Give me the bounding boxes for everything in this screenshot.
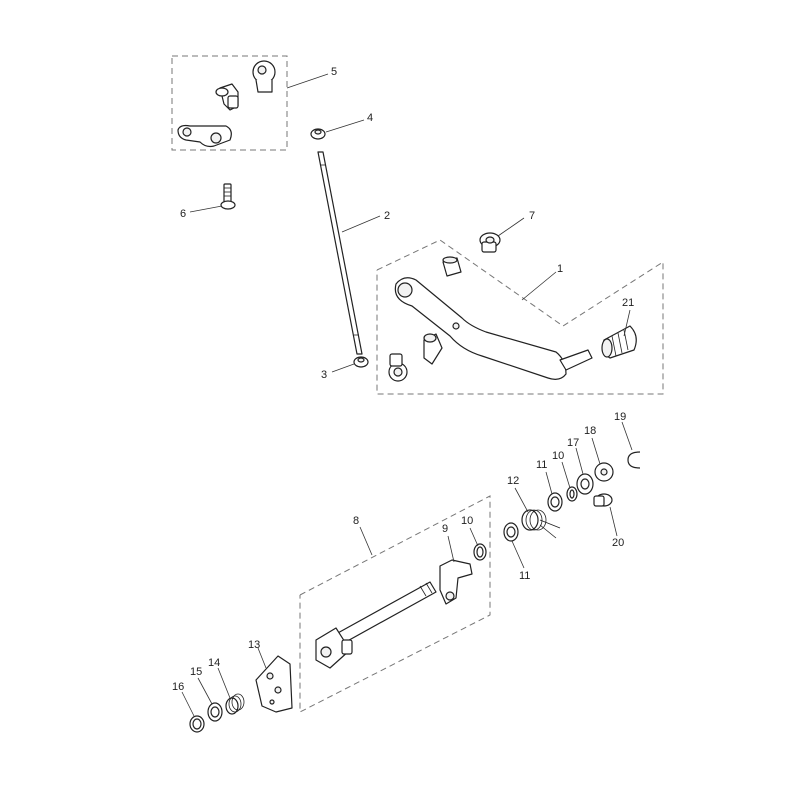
callout-12: 12 bbox=[507, 475, 519, 487]
bush-part bbox=[442, 256, 462, 277]
callout-10-upper: 10 bbox=[461, 515, 473, 527]
callout-10-lower: 10 bbox=[552, 450, 564, 462]
selector-shaft-group-box bbox=[299, 495, 491, 713]
ball-joint-socket-part bbox=[252, 60, 276, 93]
rod-end-right-part bbox=[423, 333, 443, 365]
rubber-footpeg-part-21 bbox=[601, 325, 637, 359]
washer-part-15 bbox=[207, 702, 223, 722]
stud-part-20 bbox=[593, 493, 613, 507]
washer-part-18 bbox=[594, 462, 614, 482]
callout-16: 16 bbox=[172, 681, 184, 693]
callout-2: 2 bbox=[384, 210, 390, 222]
nut-part-3 bbox=[353, 356, 369, 368]
callout-20: 20 bbox=[612, 537, 624, 549]
spring-part-12 bbox=[521, 509, 561, 539]
washer-part-17 bbox=[576, 473, 594, 495]
gear-lever-group-box bbox=[376, 239, 664, 395]
pawl-part-9 bbox=[439, 559, 473, 605]
callout-17: 17 bbox=[567, 437, 579, 449]
callout-13: 13 bbox=[248, 639, 260, 651]
callout-9: 9 bbox=[442, 523, 448, 535]
shift-rod-part-2 bbox=[317, 151, 363, 355]
shift-lever-arm-part bbox=[177, 124, 232, 148]
callout-6: 6 bbox=[180, 208, 186, 220]
callout-1: 1 bbox=[557, 263, 563, 275]
bolt-part-6 bbox=[220, 183, 236, 210]
callout-19: 19 bbox=[614, 411, 626, 423]
pivot-bolt-part-7 bbox=[479, 232, 501, 253]
callout-5: 5 bbox=[331, 66, 337, 78]
callout-11-lower: 11 bbox=[519, 570, 530, 582]
callout-labels: 1 2 3 4 5 6 7 8 9 10 10 11 11 12 13 14 1… bbox=[172, 66, 634, 693]
callout-11-upper: 11 bbox=[536, 459, 547, 471]
rod-end-joint-part bbox=[215, 83, 239, 111]
callout-8: 8 bbox=[353, 515, 359, 527]
callout-21: 21 bbox=[622, 297, 634, 309]
callout-3: 3 bbox=[321, 369, 327, 381]
circlip-part-19 bbox=[627, 451, 641, 469]
circlip-part-10-upper bbox=[473, 543, 487, 561]
callout-15: 15 bbox=[190, 666, 202, 678]
detent-plate-part-13 bbox=[255, 655, 293, 713]
nut-part-4 bbox=[310, 128, 326, 140]
circlip-part-16 bbox=[189, 715, 205, 733]
callout-7: 7 bbox=[529, 210, 535, 222]
gear-lever-arm-part-1 bbox=[394, 277, 593, 380]
washer-part-11-upper bbox=[547, 492, 563, 512]
spring-part-14 bbox=[225, 693, 245, 715]
rod-end-left-part bbox=[388, 353, 408, 382]
washer-part-11-lower bbox=[503, 522, 519, 542]
circlip-part-10-lower bbox=[566, 486, 578, 502]
leader-lines bbox=[181, 73, 633, 717]
callout-14: 14 bbox=[208, 657, 220, 669]
callout-4: 4 bbox=[367, 112, 373, 124]
callout-18: 18 bbox=[584, 425, 596, 437]
linkage-group-box bbox=[171, 55, 288, 151]
selector-shaft-part-8 bbox=[315, 581, 437, 669]
